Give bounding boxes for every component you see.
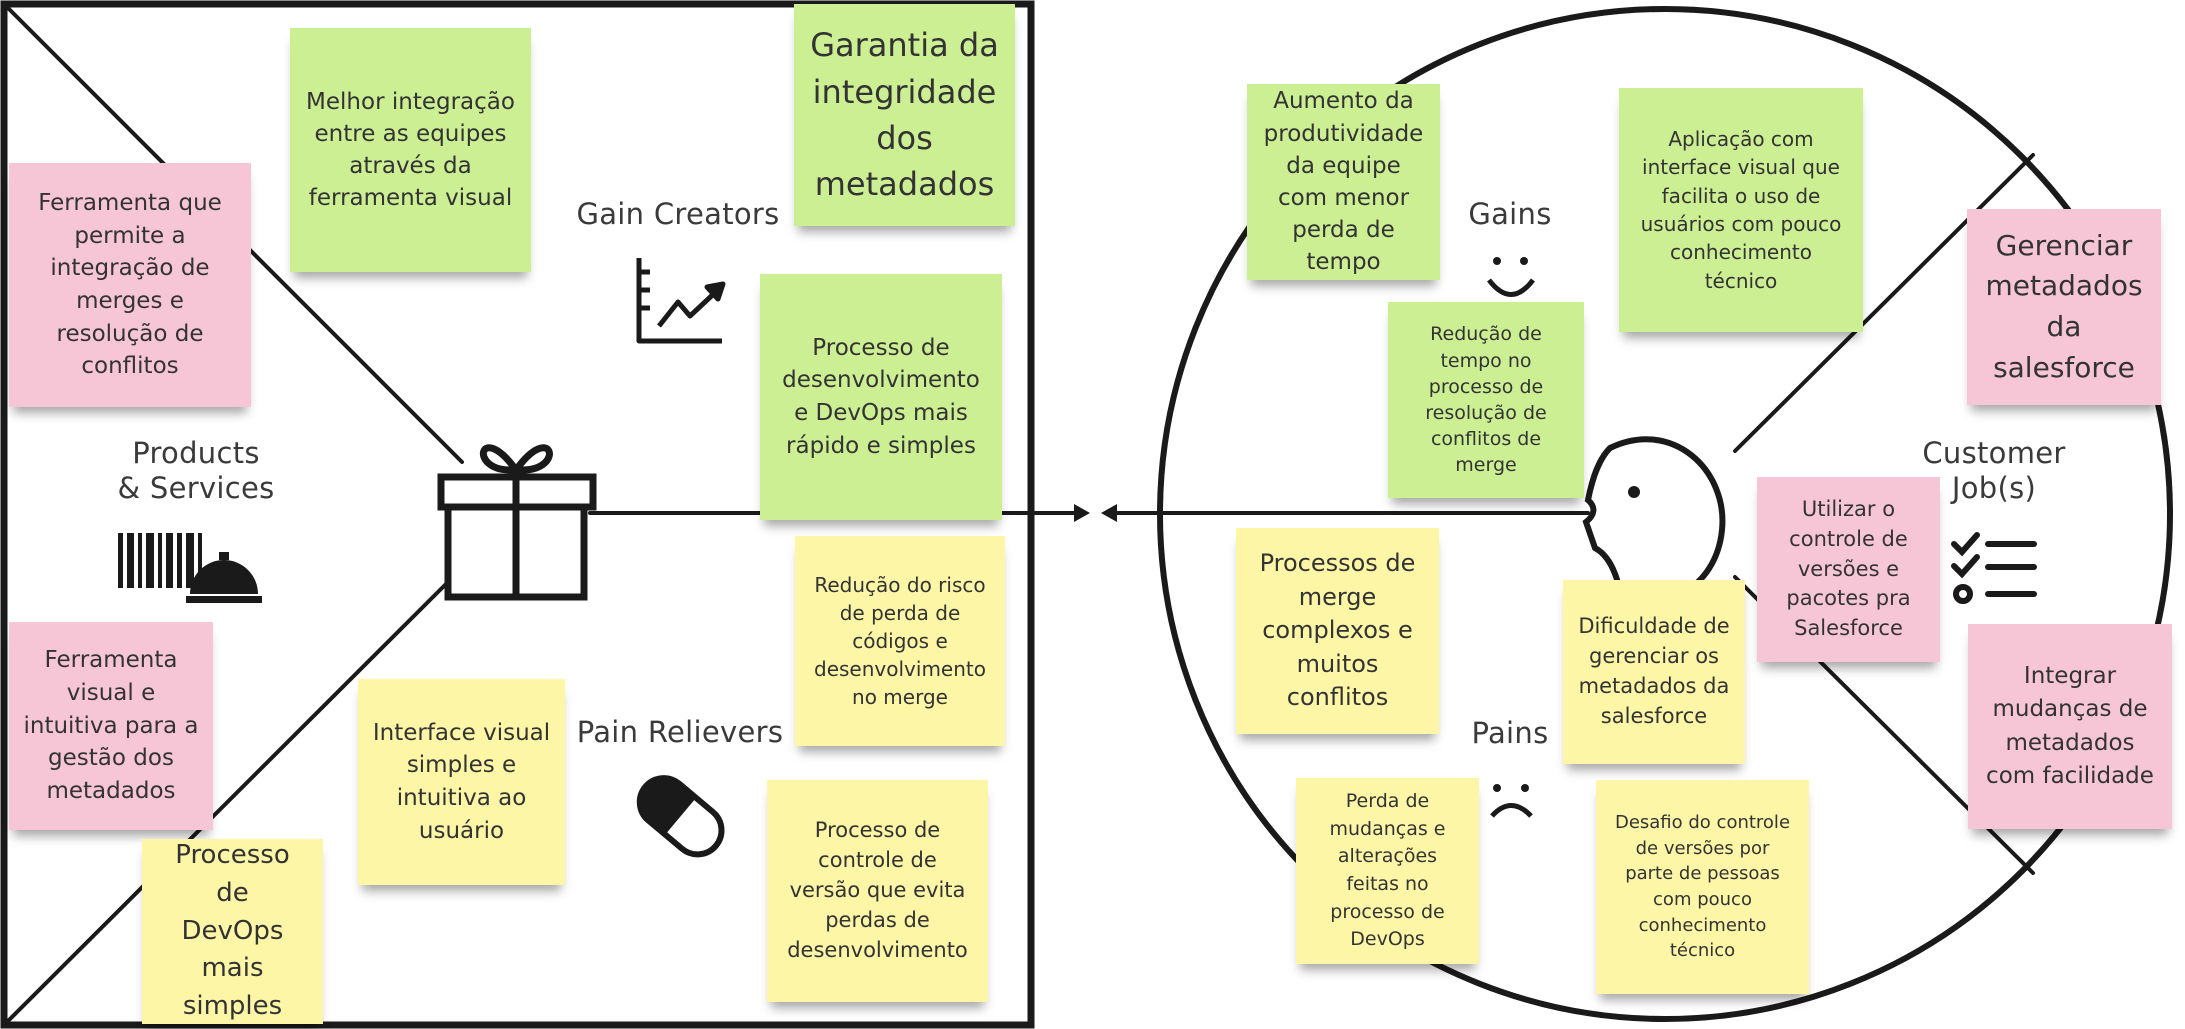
gift-icon bbox=[437, 444, 597, 601]
customer-face-icon bbox=[1582, 436, 1726, 603]
note-text: Ferramenta que permite a integração de m… bbox=[38, 190, 222, 380]
note-text: Processos de merge complexos e muitos co… bbox=[1259, 549, 1416, 712]
sticky-note-gain-productivity[interactable]: Aumento da produtividade da equipe com m… bbox=[1247, 84, 1440, 280]
sticky-note-products-integration[interactable]: Ferramenta que permite a integração de m… bbox=[9, 163, 251, 407]
checklist-icon bbox=[1951, 532, 2037, 604]
note-text: Gerenciar metadados da salesforce bbox=[1985, 228, 2143, 384]
sticky-note-pain-complex-merge[interactable]: Processos de merge complexos e muitos co… bbox=[1236, 528, 1439, 734]
sticky-note-gain-creator-faster-process[interactable]: Processo de desenvolvimento e DevOps mai… bbox=[760, 274, 1002, 520]
note-text: Processo de DevOps mais simples bbox=[175, 840, 290, 1022]
sticky-note-pain-reliever-interface[interactable]: Interface visual simples e intuitiva ao … bbox=[358, 679, 565, 885]
note-text: Perda de mudanças e alterações feitas no… bbox=[1329, 790, 1446, 951]
pill-icon bbox=[636, 775, 725, 858]
arrow-left-icon bbox=[1101, 504, 1117, 522]
sticky-note-gain-time-reduction[interactable]: Redução de tempo no processo de resoluçã… bbox=[1388, 302, 1584, 498]
sticky-note-job-manage-metadata[interactable]: Gerenciar metadados da salesforce bbox=[1967, 209, 2161, 405]
sticky-note-pain-manage-metadata[interactable]: Dificuldade de gerenciar os metadados da… bbox=[1563, 580, 1745, 764]
note-text: Integrar mudanças de metadados com facil… bbox=[1986, 662, 2154, 789]
note-text: Melhor integração entre as equipes atrav… bbox=[306, 88, 515, 212]
frown-icon bbox=[1490, 784, 1533, 818]
note-text: Desafio do controle de versões por parte… bbox=[1614, 812, 1791, 962]
sticky-note-gain-creator-teams[interactable]: Melhor integração entre as equipes atrav… bbox=[290, 28, 531, 272]
sticky-note-job-version-control[interactable]: Utilizar o controle de versões e pacotes… bbox=[1757, 477, 1940, 662]
sticky-note-products-devops[interactable]: Processo de DevOps mais simples bbox=[142, 839, 323, 1024]
note-text: Dificuldade de gerenciar os metadados da… bbox=[1578, 614, 1730, 728]
sticky-note-pain-reliever-version-control[interactable]: Processo de controle de versão que evita… bbox=[767, 780, 988, 1002]
note-text: Garantia da integridade dos metadados bbox=[810, 26, 999, 204]
value-map-diagonal-lower bbox=[4, 580, 450, 1025]
barcode-icon bbox=[118, 533, 202, 588]
sticky-note-pain-lost-changes[interactable]: Perda de mudanças e alterações feitas no… bbox=[1296, 778, 1479, 964]
sticky-note-pain-version-control[interactable]: Desafio do controle de versões por parte… bbox=[1596, 780, 1809, 994]
note-text: Processo de controle de versão que evita… bbox=[787, 818, 968, 962]
note-text: Aumento da produtividade da equipe com m… bbox=[1263, 88, 1424, 276]
gain-creators-label: Gain Creators bbox=[576, 197, 780, 231]
customer-jobs-label: Customer Job(s) bbox=[1922, 436, 2066, 505]
sticky-note-gain-visual-app[interactable]: Aplicação com interface visual que facil… bbox=[1619, 88, 1863, 332]
sticky-note-gain-creator-integrity[interactable]: Garantia da integridade dos metadados bbox=[794, 4, 1015, 226]
service-bell-icon bbox=[186, 552, 262, 603]
sticky-note-job-integrate-changes[interactable]: Integrar mudanças de metadados com facil… bbox=[1968, 624, 2172, 829]
products-services-label: Products & Services bbox=[117, 436, 275, 505]
note-text: Processo de desenvolvimento e DevOps mai… bbox=[782, 334, 980, 459]
chart-up-icon bbox=[636, 258, 726, 344]
customer-profile-diagonal-upper bbox=[1733, 153, 2035, 453]
pains-label: Pains bbox=[1471, 716, 1549, 750]
note-text: Utilizar o controle de versões e pacotes… bbox=[1786, 496, 1911, 641]
note-text: Redução do risco de perda de códigos e d… bbox=[814, 573, 986, 709]
note-text: Interface visual simples e intuitiva ao … bbox=[372, 719, 551, 844]
gains-label: Gains bbox=[1468, 197, 1552, 231]
sticky-note-products-visual-tool[interactable]: Ferramenta visual e intuitiva para a ges… bbox=[9, 622, 213, 830]
note-text: Aplicação com interface visual que facil… bbox=[1640, 126, 1842, 293]
note-text: Ferramenta visual e intuitiva para a ges… bbox=[23, 647, 199, 804]
pain-relievers-label: Pain Relievers bbox=[576, 715, 784, 749]
sticky-note-pain-reliever-risk[interactable]: Redução do risco de perda de códigos e d… bbox=[795, 536, 1005, 746]
smile-icon bbox=[1487, 257, 1535, 297]
note-text: Redução de tempo no processo de resoluçã… bbox=[1425, 323, 1547, 477]
arrow-right-icon bbox=[1074, 504, 1090, 522]
